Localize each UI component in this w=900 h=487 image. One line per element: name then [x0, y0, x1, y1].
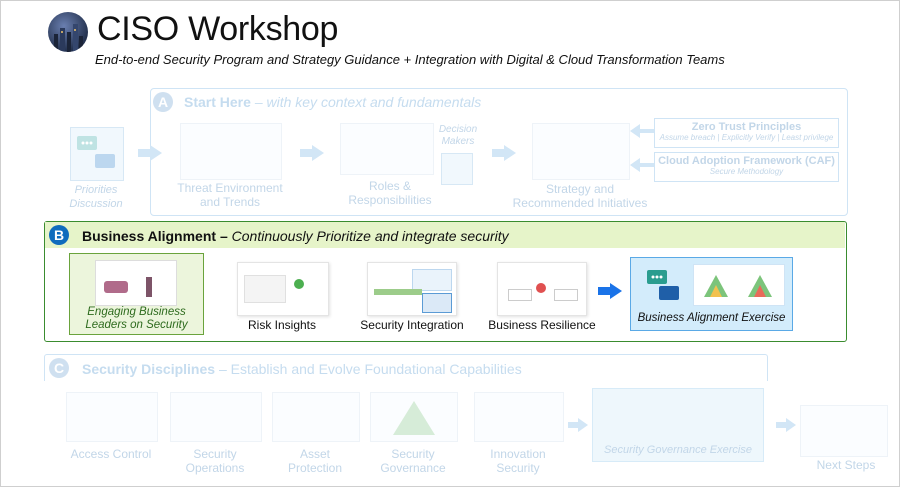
section-b-header	[45, 222, 845, 248]
item-risk-insights[interactable]: Risk Insights	[247, 318, 317, 332]
chat-icon	[647, 270, 679, 300]
exercise-thumbnail	[693, 264, 785, 306]
avatar	[48, 12, 88, 52]
arrow-icon	[492, 145, 516, 161]
section-b-letter: B	[49, 225, 69, 245]
item-security-integration[interactable]: Security Integration	[360, 318, 464, 332]
business-alignment-exercise-card[interactable]: Business Alignment Exercise	[630, 257, 793, 331]
engaging-leaders-card[interactable]: Engaging Business Leaders on Security	[69, 253, 204, 335]
arrow-icon	[568, 418, 588, 432]
access-control-thumbnail	[66, 392, 158, 442]
security-integration-thumbnail[interactable]	[367, 262, 457, 316]
item-security-operations: Security Operations	[185, 447, 245, 475]
arrow-icon	[138, 145, 162, 161]
section-c-title: Security Disciplines – Establish and Evo…	[82, 361, 522, 377]
security-operations-thumbnail	[170, 392, 262, 442]
innovation-security-thumbnail	[474, 392, 564, 442]
item-business-resilience[interactable]: Business Resilience	[488, 318, 596, 332]
asset-protection-thumbnail	[272, 392, 360, 442]
business-alignment-exercise-label: Business Alignment Exercise	[637, 312, 786, 324]
business-resilience-thumbnail[interactable]	[497, 262, 587, 316]
item-asset-protection: Asset Protection	[287, 447, 343, 475]
item-access-control: Access Control	[70, 447, 152, 461]
next-steps-thumbnail	[800, 405, 888, 457]
engaging-label: Engaging Business Leaders on Security	[85, 306, 188, 331]
roles-thumbnail	[340, 123, 434, 175]
security-governance-exercise-card: Security Governance Exercise	[592, 388, 764, 462]
security-governance-exercise-label: Security Governance Exercise	[604, 444, 752, 456]
zero-trust-box: Zero Trust Principles Assume breach | Ex…	[654, 118, 839, 148]
zero-trust-sub: Assume breach | Explicitly Verify | Leas…	[659, 133, 834, 142]
risk-insights-thumbnail[interactable]	[237, 262, 329, 316]
arrow-left-icon	[630, 158, 654, 172]
priorities-chat-icon	[70, 127, 124, 181]
arrow-icon	[300, 145, 324, 161]
caf-box: Cloud Adoption Framework (CAF) Secure Me…	[654, 152, 839, 182]
strategy-thumbnail	[532, 123, 630, 180]
threat-thumbnail	[180, 123, 282, 180]
arrow-icon	[776, 418, 796, 432]
section-a-letter: A	[153, 92, 173, 112]
page-title: CISO Workshop	[97, 10, 339, 48]
decision-makers-label: Decision Makers	[438, 124, 478, 147]
item-threat: Threat Environment and Trends	[177, 181, 283, 209]
priorities-label: Priorities Discussion	[69, 184, 123, 210]
decision-chat-icon	[441, 153, 473, 185]
item-roles: Roles & Responsibilities	[348, 179, 432, 207]
item-security-governance: Security Governance	[380, 447, 446, 475]
section-b-frame	[44, 221, 847, 342]
zero-trust-title: Zero Trust Principles	[691, 121, 802, 133]
next-steps-label: Next Steps	[816, 458, 876, 472]
section-c-letter: C	[49, 358, 69, 378]
item-innovation-security: Innovation Security	[490, 447, 546, 475]
arrow-icon	[598, 283, 622, 299]
caf-title: Cloud Adoption Framework (CAF)	[658, 155, 835, 167]
caf-sub: Secure Methodology	[709, 167, 784, 176]
page-subtitle: End-to-end Security Program and Strategy…	[95, 52, 725, 67]
section-b-title: Business Alignment – Continuously Priori…	[82, 228, 509, 244]
section-a-title: Start Here – with key context and fundam…	[184, 94, 482, 110]
section-c-frame	[44, 354, 768, 381]
arrow-left-icon	[630, 124, 654, 138]
item-strategy: Strategy and Recommended Initiatives	[512, 182, 648, 210]
engaging-thumbnail	[95, 260, 177, 306]
security-governance-thumbnail	[370, 392, 458, 442]
